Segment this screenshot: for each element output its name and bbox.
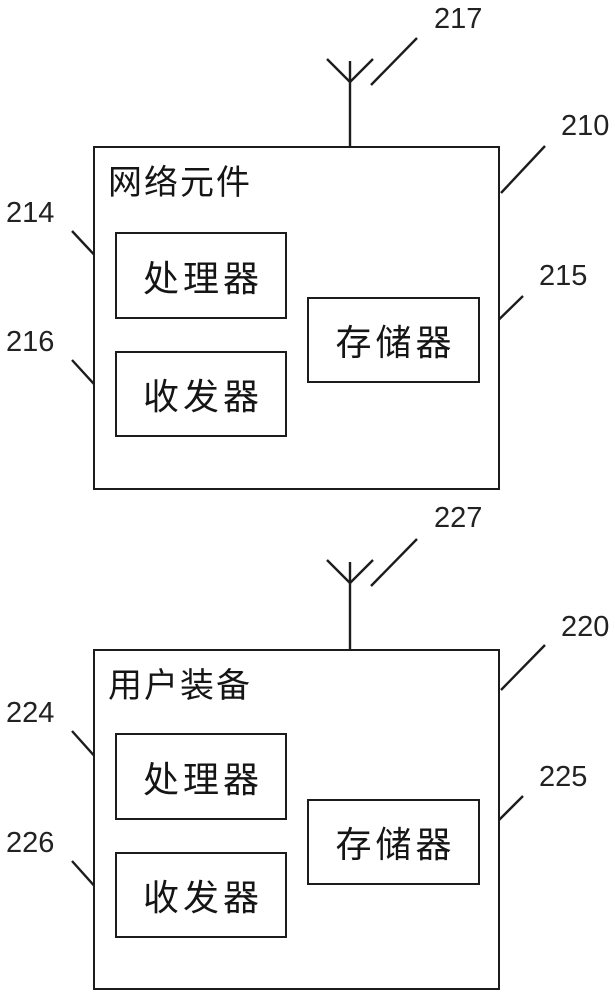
memory-label: 存储器: [335, 825, 456, 866]
transceiver-label: 收发器: [142, 878, 263, 919]
transceiver-box: 收发器: [115, 852, 287, 938]
ref-label-227: 227: [434, 502, 483, 534]
leader-line-210: [500, 145, 546, 194]
antenna-icon: [326, 559, 374, 649]
ref-label-224: 224: [6, 697, 55, 729]
memory-label: 存储器: [335, 323, 456, 364]
ref-label-220: 220: [561, 611, 610, 643]
user-equipment-title: 用户装备: [108, 666, 252, 706]
processor-label: 处理器: [142, 759, 263, 801]
processor-box: 处理器: [115, 733, 287, 820]
leader-line-220: [500, 644, 546, 691]
processor-box: 处理器: [115, 232, 287, 319]
memory-box: 存储器: [307, 297, 480, 383]
ref-label-217: 217: [434, 3, 483, 35]
transceiver-box: 收发器: [115, 351, 287, 437]
network-element-title: 网络元件: [108, 163, 252, 203]
ref-label-225: 225: [539, 761, 588, 793]
processor-label: 处理器: [142, 258, 263, 300]
ref-label-226: 226: [6, 827, 55, 859]
transceiver-label: 收发器: [142, 377, 263, 418]
ref-label-214: 214: [6, 197, 55, 229]
ref-label-215: 215: [539, 260, 588, 292]
antenna-icon: [326, 58, 374, 146]
leader-line-217: [370, 37, 418, 86]
ref-label-216: 216: [6, 326, 55, 358]
leader-line-227: [370, 538, 418, 587]
memory-box: 存储器: [307, 799, 480, 885]
ref-label-210: 210: [561, 110, 610, 142]
